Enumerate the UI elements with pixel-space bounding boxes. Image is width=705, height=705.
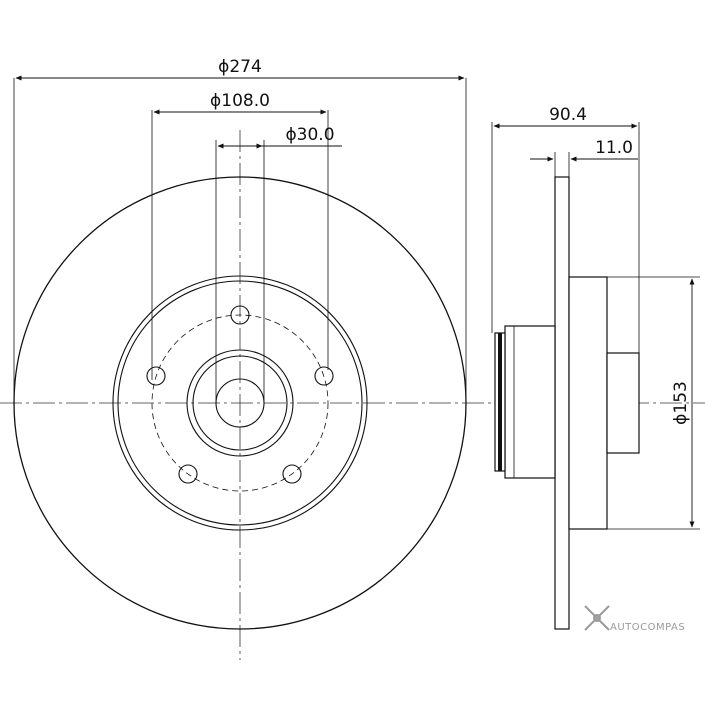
braking-surface-inner-edge xyxy=(112,275,368,531)
dim-center-bore-label: ϕ30.0 xyxy=(285,125,334,145)
watermark-brand: AUTOCOMPAS xyxy=(610,622,685,633)
dim-outer-diameter: ϕ274 xyxy=(13,57,467,403)
bearing-housing xyxy=(504,325,556,479)
dim-disc-thickness: 11.0 xyxy=(530,138,638,177)
dim-outer-diameter-label: ϕ274 xyxy=(218,57,262,77)
bolt-circle xyxy=(151,314,329,492)
dim-disc-thickness-label: 11.0 xyxy=(595,138,633,158)
dim-total-height-label: 90.4 xyxy=(549,105,587,125)
dim-total-height: 90.4 xyxy=(491,105,640,353)
watermark-logo-icon xyxy=(584,605,610,631)
dim-bolt-circle-label: ϕ108.0 xyxy=(210,91,270,111)
dim-bolt-circle: ϕ108.0 xyxy=(151,91,329,380)
bolt-hole-5 xyxy=(146,366,166,386)
hub-outer xyxy=(117,280,363,526)
side-view xyxy=(494,176,640,630)
bearing-inner xyxy=(192,355,288,451)
dim-center-bore: ϕ30.0 xyxy=(215,125,342,403)
dim-hub-diameter-label: ϕ153 xyxy=(671,381,691,425)
hub-spigot xyxy=(606,352,640,454)
hub-body xyxy=(568,276,608,530)
bolt-hole-2 xyxy=(314,366,334,386)
bearing-outer xyxy=(186,349,294,457)
bolt-hole-3 xyxy=(282,464,302,484)
watermark: AUTOCOMPAS xyxy=(584,605,685,633)
front-view xyxy=(13,176,467,630)
disc-flange xyxy=(554,176,570,630)
bolt-hole-1 xyxy=(230,305,250,325)
dim-hub-diameter: ϕ153 xyxy=(607,276,700,530)
bolt-hole-4 xyxy=(178,464,198,484)
